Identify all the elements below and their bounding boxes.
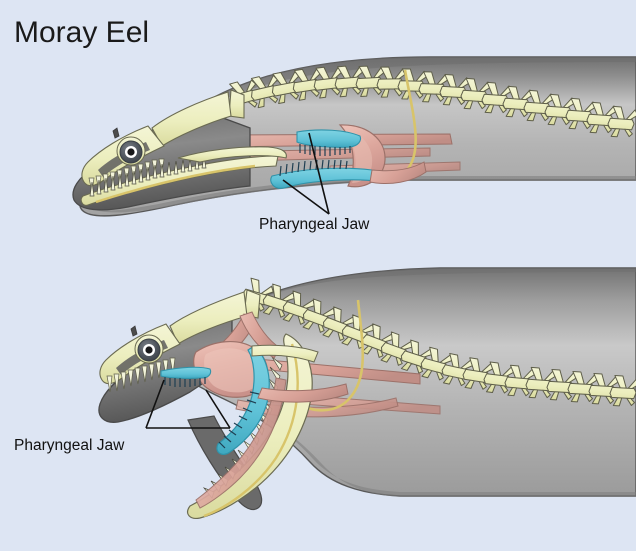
upper-eel-panel (72, 56, 636, 217)
lower-leader-lines (145, 379, 231, 429)
lower-pharyngeal-plate-teeth (164, 377, 206, 387)
lower-pharyngeal-arch-teeth (218, 391, 260, 449)
lower-nostril (130, 325, 138, 337)
lower-pharyngeal-jaw-plate (160, 366, 212, 379)
lower-skull (99, 289, 261, 393)
upper-pharyngeal-teeth (299, 144, 351, 156)
upper-eye (119, 140, 143, 164)
lower-pharyngeal-jaw-complex (160, 311, 349, 456)
pharyngeal-jaw-label-upper: Pharyngeal Jaw (259, 216, 370, 233)
lower-upper-jaw-teeth (106, 357, 176, 393)
lower-tendon-loop (299, 299, 365, 412)
upper-skull (81, 89, 245, 193)
upper-pharyngeal-jaw-plate (296, 129, 362, 148)
upper-lower-jaw (80, 146, 287, 206)
pharyngeal-jaw-label-lower: Pharyngeal Jaw (14, 437, 125, 454)
upper-lower-jaw-teeth (89, 156, 207, 197)
upper-nostril (112, 127, 120, 139)
lower-retractor-muscle (257, 383, 349, 403)
upper-leader-lines (282, 132, 330, 215)
lower-eel-panel (98, 267, 636, 519)
lower-eye (137, 338, 161, 362)
page-title: Moray Eel (14, 16, 150, 49)
